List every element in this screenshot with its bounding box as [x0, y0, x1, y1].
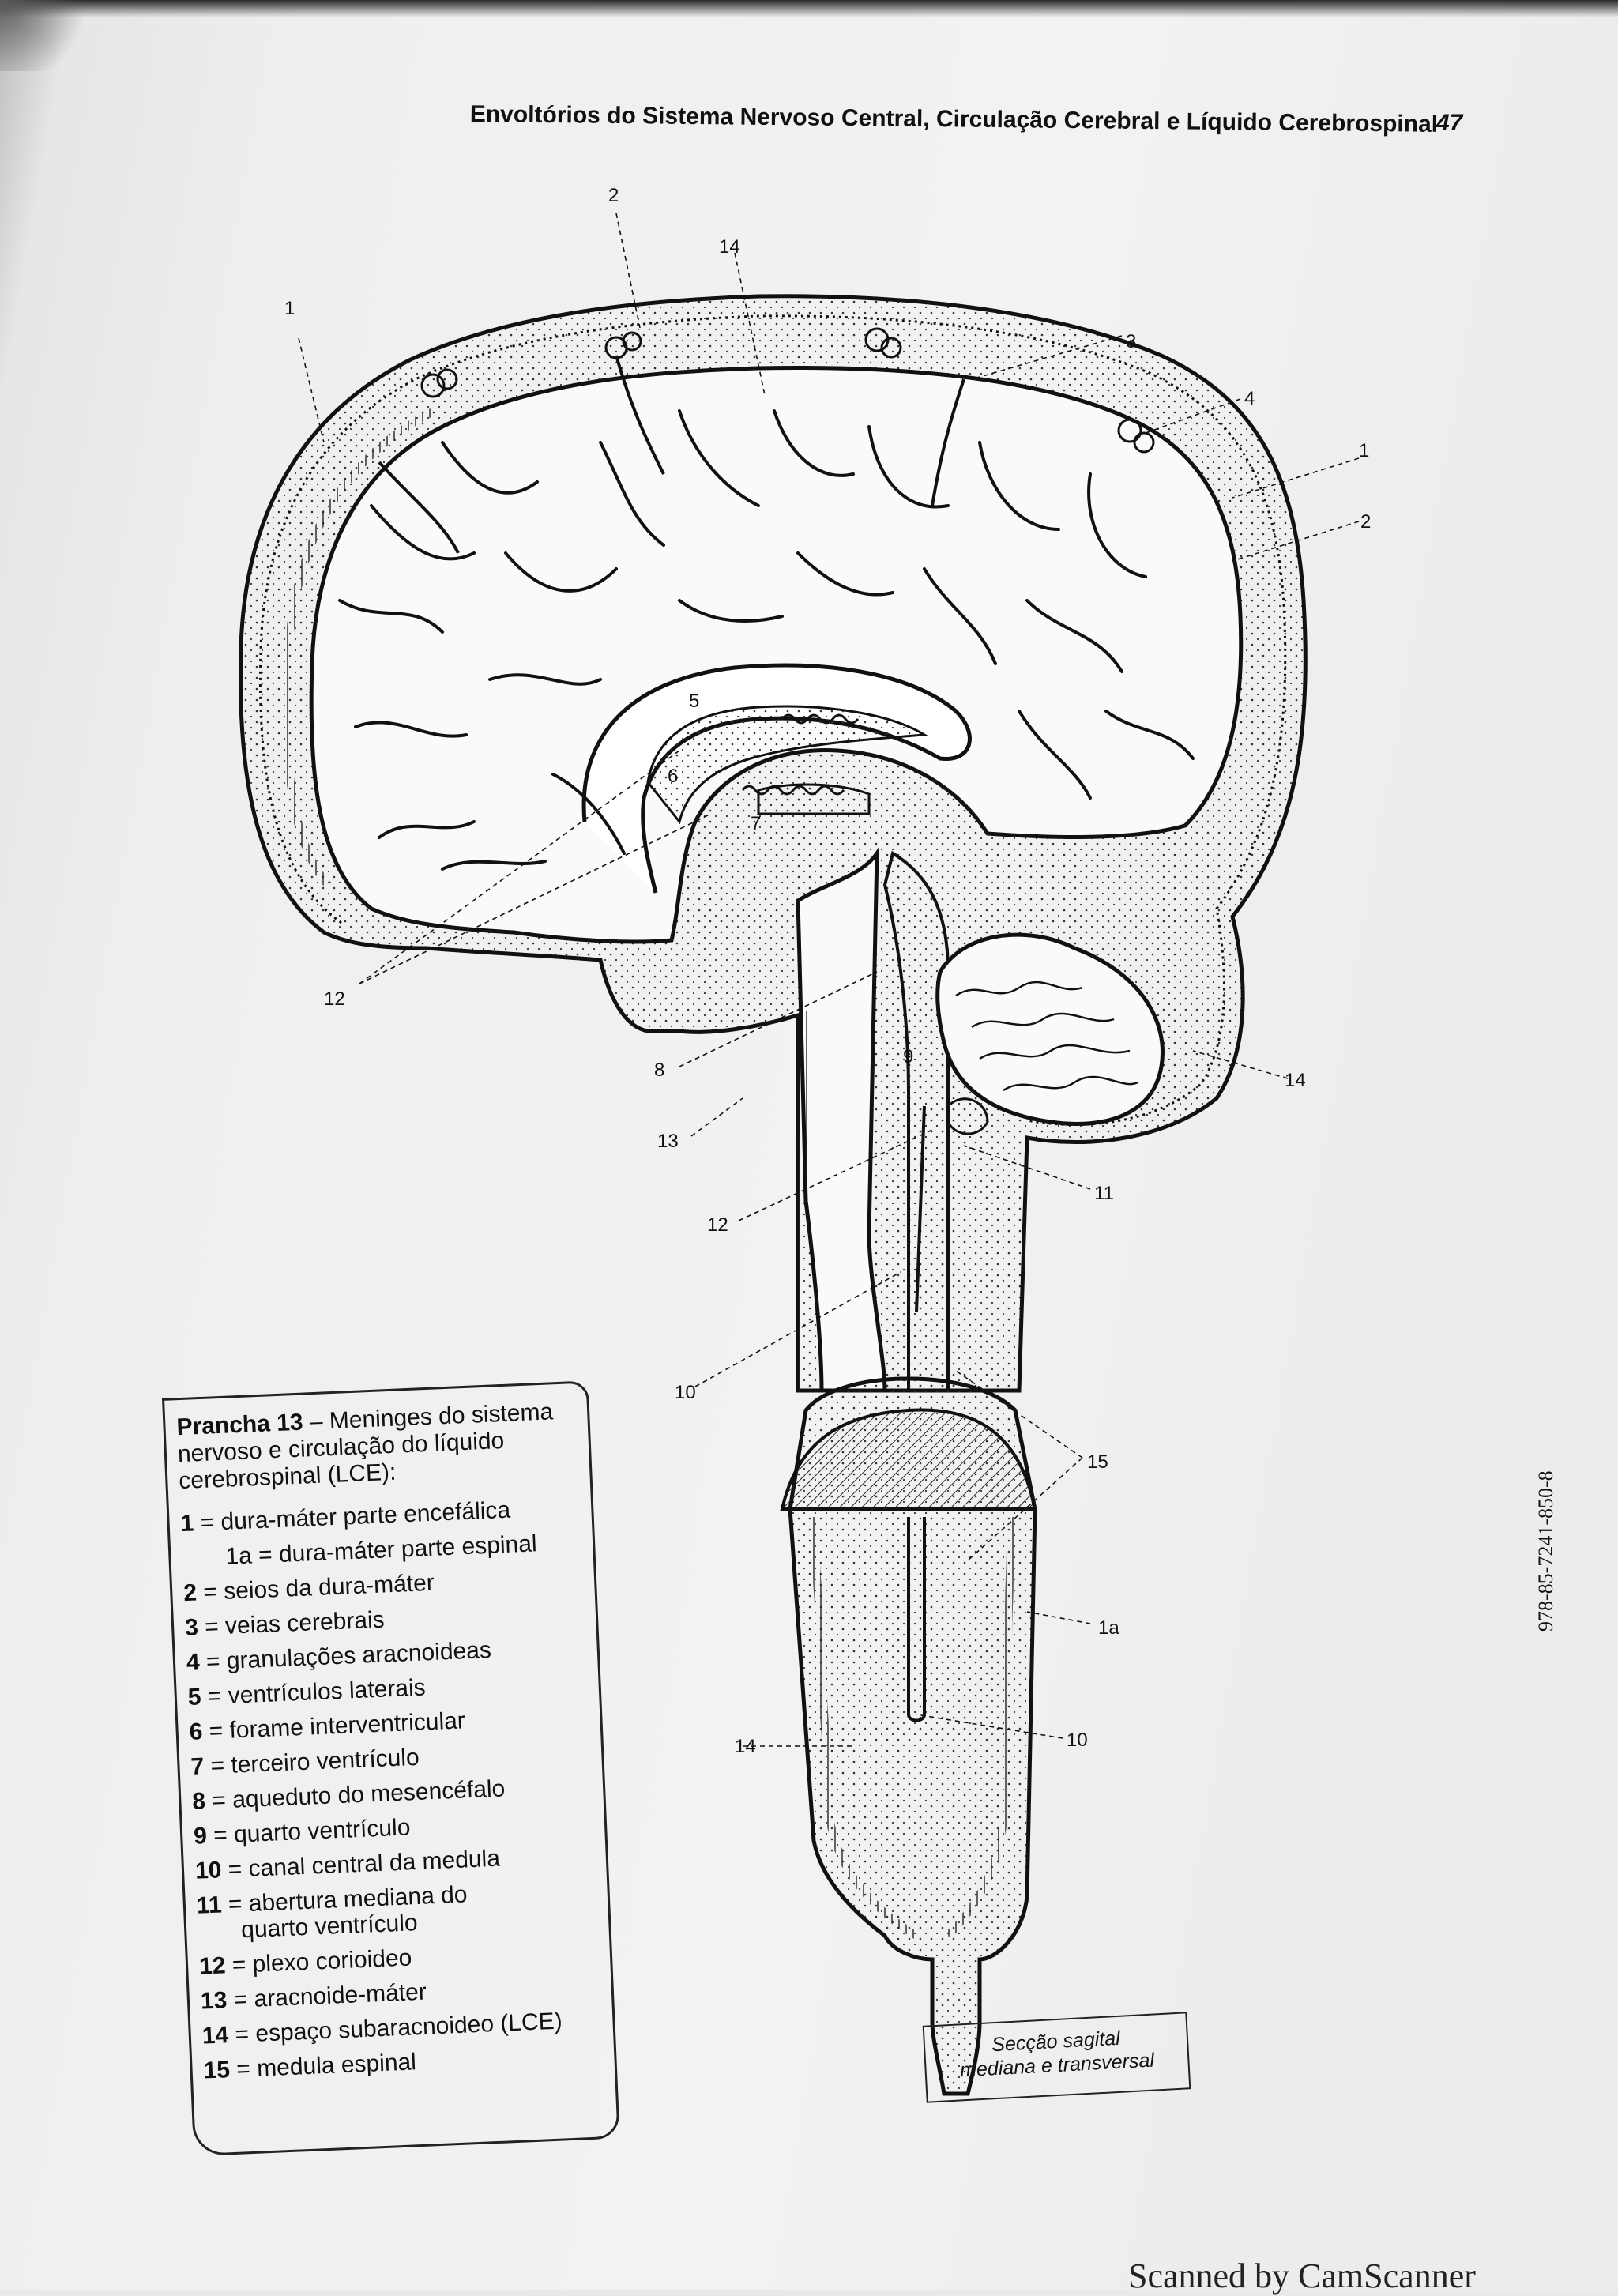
- cerebellum: [935, 932, 1165, 1135]
- legend-text: = forame interventricular: [201, 1707, 466, 1745]
- legend-text: = ventrículos laterais: [200, 1674, 427, 1711]
- legend-item: 14 = espaço subaracnoideo (LCE): [201, 2006, 602, 2049]
- legend-text: = quarto ventrículo: [206, 1814, 412, 1850]
- legend-text: = granulações aracnoideas: [199, 1636, 492, 1676]
- arachnoid-granulations: [420, 327, 1155, 454]
- diagram-labels: 1 2 14 3 4 1 2 5 6 7 12 8 9 13 14 11 12 …: [284, 185, 1371, 1757]
- label-1-top: 1: [284, 298, 295, 319]
- label-15: 15: [1087, 1451, 1108, 1473]
- label-7: 7: [751, 813, 761, 834]
- legend-text: = plexo corioideo: [224, 1944, 412, 1979]
- brainstem: [794, 846, 950, 1393]
- ventricles: [646, 705, 928, 825]
- legend-num: 4: [186, 1649, 201, 1676]
- label-2-top: 2: [608, 185, 619, 206]
- legend-num: 11: [196, 1891, 223, 1919]
- legend-text: 1a = dura-máter parte espinal: [224, 1530, 538, 1570]
- legend-num: 8: [191, 1788, 206, 1815]
- legend-num: 2: [182, 1579, 198, 1607]
- legend-num: 15: [202, 2057, 231, 2084]
- caption-box: Secção sagital mediana e transversal: [922, 2012, 1191, 2103]
- legend-num: 9: [193, 1823, 208, 1850]
- legend-item: 3 = veias cerebrais: [185, 1598, 585, 1641]
- legend-num: 5: [187, 1684, 202, 1711]
- label-14-right: 14: [1285, 1070, 1306, 1091]
- legend-item: 7 = terceiro ventrículo: [190, 1737, 591, 1780]
- label-1-right: 1: [1359, 440, 1369, 461]
- legend-item: 10 = canal central da medula: [194, 1842, 595, 1884]
- label-4: 4: [1244, 388, 1255, 409]
- legend-num: 1: [179, 1510, 195, 1538]
- label-9: 9: [903, 1046, 913, 1067]
- label-13: 13: [657, 1131, 679, 1152]
- label-10-top: 10: [675, 1382, 696, 1403]
- legend-item: 2 = seios da dura-máter: [183, 1564, 584, 1606]
- label-12-left: 12: [324, 988, 345, 1010]
- legend-title-plate: Prancha 13: [175, 1409, 304, 1441]
- legend-num: 12: [198, 1952, 227, 1980]
- label-6: 6: [668, 766, 678, 787]
- legend-text: = canal central da medula: [220, 1845, 501, 1884]
- legend-text: = aqueduto do mesencéfalo: [205, 1775, 506, 1815]
- legend-num: 10: [194, 1857, 223, 1884]
- leader-lines: [298, 213, 1360, 1747]
- legend-item: 4 = granulações aracnoideas: [186, 1633, 586, 1676]
- legend-num: 6: [189, 1718, 204, 1745]
- label-11: 11: [1094, 1183, 1114, 1204]
- legend-text: = terceiro ventrículo: [203, 1744, 420, 1780]
- legend-item: 12 = plexo corioideo: [198, 1937, 599, 1979]
- label-12-mid: 12: [707, 1214, 728, 1236]
- legend-item: 8 = aqueduto do mesencéfalo: [192, 1772, 593, 1815]
- legend-num: 3: [184, 1614, 199, 1642]
- legend-text: = aracnoide-máter: [226, 1978, 427, 2014]
- legend-title: Prancha 13 – Meninges do sistema nervoso…: [176, 1398, 579, 1495]
- scan-corner-shadow: [0, 0, 95, 71]
- label-10-bottom: 10: [1067, 1730, 1088, 1751]
- legend-text: = espaço subaracnoideo (LCE): [228, 2008, 563, 2049]
- legend-item: 5 = ventrículos laterais: [187, 1668, 588, 1711]
- legend-text: = medula espinal: [229, 2049, 417, 2083]
- scan-edge-shadow: [0, 0, 1618, 17]
- label-1a: 1a: [1098, 1617, 1119, 1639]
- legend-text: = dura-máter parte encefálica: [193, 1496, 511, 1537]
- scanner-watermark: Scanned by CamScanner: [1128, 2256, 1476, 2295]
- label-8: 8: [654, 1060, 664, 1081]
- label-2-right: 2: [1360, 511, 1371, 533]
- label-3: 3: [1126, 331, 1136, 352]
- legend-text: = seios da dura-máter: [196, 1569, 435, 1606]
- legend-num: 13: [200, 1987, 228, 2015]
- legend-text: = veias cerebrais: [198, 1606, 386, 1641]
- cerebral-veins: [378, 355, 965, 554]
- spinal-cord-section: [780, 1376, 1037, 2096]
- legend-item: 15 = medula espinal: [203, 2041, 604, 2083]
- page-number: 47: [1436, 110, 1463, 136]
- legend-item: 6 = forame interventricular: [189, 1703, 589, 1745]
- isbn: 978-85-7241-850-8: [1534, 1470, 1557, 1632]
- legend-item: 1 = dura-máter parte encefálica: [180, 1494, 581, 1537]
- legend-num: 7: [190, 1753, 205, 1780]
- label-14-bottom: 14: [735, 1736, 756, 1757]
- legend-item: 1a = dura-máter parte espinal: [182, 1529, 582, 1571]
- label-14-top: 14: [719, 236, 740, 258]
- legend-num: 14: [201, 2022, 229, 2049]
- legend-box: Prancha 13 – Meninges do sistema nervoso…: [162, 1380, 620, 2157]
- label-5: 5: [689, 691, 699, 712]
- legend-item: 9 = quarto ventrículo: [193, 1807, 594, 1850]
- legend-item: 13 = aracnoide-máter: [200, 1971, 600, 2015]
